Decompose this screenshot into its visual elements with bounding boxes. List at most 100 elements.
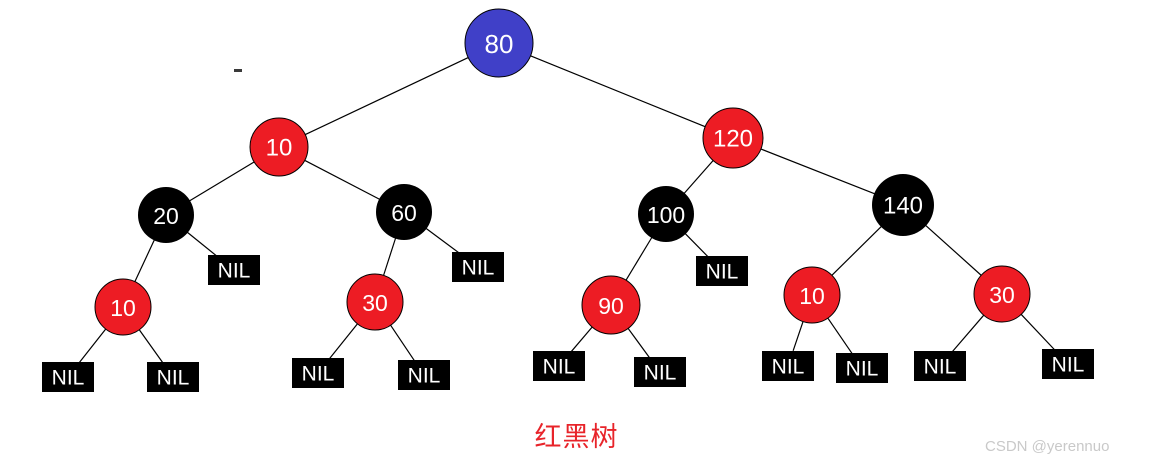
tree-edge xyxy=(626,326,652,360)
nil-leaf-box xyxy=(208,255,260,285)
tree-edge xyxy=(830,224,883,278)
tree-edge xyxy=(302,158,382,201)
node-circle xyxy=(94,278,152,336)
tree-edge xyxy=(758,147,877,195)
nil-leaf-label: NIL xyxy=(462,257,495,280)
watermark: CSDN @yerennuo xyxy=(985,438,1110,455)
nil-leaf-box xyxy=(147,362,199,392)
tree-edge xyxy=(1019,312,1058,353)
tree-edge xyxy=(924,223,984,278)
node-circle xyxy=(783,266,841,324)
tree-edge xyxy=(187,160,257,203)
nil-leaf: NIL xyxy=(147,362,199,392)
nil-leaf-label: NIL xyxy=(52,367,85,390)
node-circle xyxy=(376,184,432,240)
tree-nodes-group: 80 10 120 20 60 100 140 10 30 90 10 30 xyxy=(94,8,1031,336)
tree-node-10-red: 10 xyxy=(783,266,841,324)
tree-edge xyxy=(792,319,805,352)
tree-edge xyxy=(133,238,156,284)
tree-edge xyxy=(683,232,712,261)
node-value-label: 80 xyxy=(485,29,514,59)
node-value-label: 90 xyxy=(598,293,624,319)
node-value-label: 10 xyxy=(799,283,825,309)
nil-leaves-group: NIL NIL NIL NIL NIL NIL NIL NIL NIL NIL NIL NIL NIL xyxy=(42,252,1094,392)
nil-leaf-label: NIL xyxy=(706,261,739,284)
nil-leaf: NIL xyxy=(634,357,686,387)
tree-node-10-red: 10 xyxy=(94,278,152,336)
tree-node-80-blue: 80 xyxy=(464,8,534,78)
tree-node-90-red: 90 xyxy=(581,275,641,335)
tree-node-120-red: 120 xyxy=(702,107,764,169)
tree-edge xyxy=(624,235,654,283)
node-circle xyxy=(973,265,1031,323)
stray-mark xyxy=(234,69,242,72)
nil-leaf-box xyxy=(42,362,94,392)
nil-leaf-label: NIL xyxy=(157,367,190,390)
nil-leaf-label: NIL xyxy=(772,356,805,379)
node-circle xyxy=(464,8,534,78)
nil-leaf: NIL xyxy=(836,353,888,383)
nil-leaf-box xyxy=(914,351,966,381)
nil-leaf-label: NIL xyxy=(302,363,335,386)
tree-edge xyxy=(137,327,165,365)
node-circle xyxy=(581,275,641,335)
nil-leaf: NIL xyxy=(398,360,450,390)
nil-leaf-box xyxy=(292,358,344,388)
node-value-label: 100 xyxy=(647,202,685,228)
figure-caption: 红黑树 xyxy=(534,422,619,453)
tree-node-20-black: 20 xyxy=(138,187,194,243)
nil-leaf-label: NIL xyxy=(1052,354,1085,377)
tree-node-10-red: 10 xyxy=(249,117,309,177)
nil-leaf-box xyxy=(1042,349,1094,379)
nil-leaf-label: NIL xyxy=(924,356,957,379)
node-value-label: 140 xyxy=(883,193,923,220)
nil-leaf: NIL xyxy=(1042,349,1094,379)
node-circle xyxy=(346,273,404,331)
node-circle xyxy=(702,107,764,169)
nil-leaf: NIL xyxy=(208,255,260,285)
tree-edge xyxy=(388,323,416,363)
node-value-label: 10 xyxy=(110,295,136,321)
nil-leaf: NIL xyxy=(914,351,966,381)
tree-edge xyxy=(949,313,986,355)
tree-edge xyxy=(77,327,108,365)
nil-leaf-box xyxy=(696,256,748,286)
nil-leaf: NIL xyxy=(762,351,814,381)
node-value-label: 60 xyxy=(391,200,417,226)
node-circle xyxy=(249,117,309,177)
nil-leaf-label: NIL xyxy=(644,362,677,385)
nil-leaf: NIL xyxy=(292,358,344,388)
node-circle xyxy=(872,174,934,236)
tree-edge xyxy=(826,316,854,356)
node-value-label: 30 xyxy=(362,290,388,316)
nil-leaf-box xyxy=(398,360,450,390)
tree-node-30-red: 30 xyxy=(973,265,1031,323)
nil-leaf: NIL xyxy=(452,252,504,282)
nil-leaf-label: NIL xyxy=(218,260,251,283)
node-value-label: 20 xyxy=(153,203,179,229)
nil-leaf: NIL xyxy=(533,351,585,381)
edges-group xyxy=(77,54,1058,365)
tree-node-60-black: 60 xyxy=(376,184,432,240)
nil-leaf-box xyxy=(533,351,585,381)
node-value-label: 120 xyxy=(713,126,753,153)
nil-leaf-label: NIL xyxy=(846,358,879,381)
nil-leaf-label: NIL xyxy=(543,356,576,379)
tree-edge xyxy=(528,54,708,129)
nil-leaf: NIL xyxy=(42,362,94,392)
node-circle xyxy=(638,186,694,242)
nil-leaf-box xyxy=(452,252,504,282)
node-value-label: 30 xyxy=(989,282,1015,308)
tree-edge xyxy=(327,321,360,361)
nil-leaf-label: NIL xyxy=(408,365,441,388)
tree-node-30-red: 30 xyxy=(346,273,404,331)
tree-edge xyxy=(303,56,471,137)
tree-node-100-black: 100 xyxy=(638,186,694,242)
tree-edge xyxy=(382,236,397,278)
node-value-label: 10 xyxy=(266,135,293,162)
nil-leaf: NIL xyxy=(696,256,748,286)
node-circle xyxy=(138,187,194,243)
tree-edge xyxy=(682,158,715,195)
